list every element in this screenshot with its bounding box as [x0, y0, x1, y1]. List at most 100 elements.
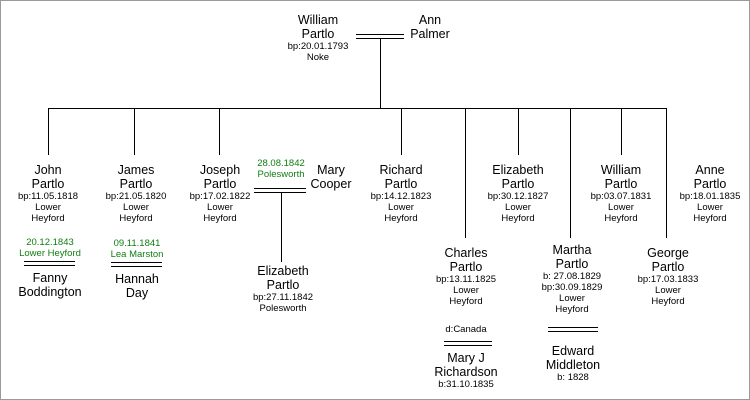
marriage-line-james — [111, 262, 162, 267]
first-name: Mary — [317, 163, 345, 177]
first-name: John — [34, 163, 62, 177]
baptism-place-line2: Heyford — [604, 213, 638, 224]
last-name: Partlo — [651, 260, 685, 274]
birth-date: b: 27.08.1829 — [542, 271, 602, 282]
baptism-date: bp:20.01.1793 — [287, 41, 349, 52]
person-mary-j-richardson: Mary J Richardson b:31.10.1835 — [434, 351, 497, 390]
last-name: Partlo — [119, 177, 153, 191]
baptism-date: bp:30.09.1829 — [541, 282, 603, 293]
first-name: Richard — [379, 163, 423, 177]
first-name: Elizabeth — [492, 163, 544, 177]
baptism-place: Polesworth — [259, 303, 307, 314]
person-george-partlo: George Partlo bp:17.03.1833 Lower Heyfor… — [638, 246, 699, 307]
last-name: Middleton — [545, 358, 601, 372]
first-name: Fanny — [32, 271, 68, 285]
person-william-partlo-sr: William Partlo bp:20.01.1793 Noke — [288, 13, 349, 63]
person-anne-partlo: Anne Partlo bp:18.01.1835 Lower Heyford — [680, 163, 741, 224]
baptism-date: bp:18.01.1835 — [679, 191, 741, 202]
baptism-date: bp:27.11.1842 — [252, 292, 314, 303]
baptism-place-line1: Lower — [35, 202, 61, 213]
last-name: Partlo — [501, 177, 535, 191]
baptism-place-line2: Heyford — [693, 213, 727, 224]
baptism-place-line2: Heyford — [555, 304, 589, 315]
person-edward-middleton: Edward Middleton b: 1828 — [546, 344, 600, 383]
last-name: Partlo — [604, 177, 638, 191]
last-name: Partlo — [31, 177, 65, 191]
person-ann-palmer: Ann Palmer — [410, 13, 450, 41]
baptism-place-line2: Heyford — [203, 213, 237, 224]
baptism-place-line1: Lower — [123, 202, 149, 213]
last-name: Palmer — [410, 27, 450, 41]
marriage-line-charles — [444, 341, 492, 346]
first-name: Hannah — [115, 272, 159, 286]
baptism-date: bp:03.07.1831 — [590, 191, 652, 202]
baptism-place-line2: Heyford — [449, 296, 483, 307]
marriage-place: Lea Marston — [110, 249, 164, 260]
marriage-info-joseph: 28.08.1842 Polesworth — [257, 158, 305, 180]
baptism-date: bp:21.05.1820 — [105, 191, 167, 202]
last-name: Partlo — [203, 177, 237, 191]
baptism-date: bp:11.05.1818 — [17, 191, 79, 202]
baptism-date: bp:17.02.1822 — [189, 191, 251, 202]
person-martha-partlo: Martha Partlo b: 27.08.1829 bp:30.09.182… — [542, 243, 603, 315]
baptism-place-line1: Lower — [453, 285, 479, 296]
first-name: Ann — [418, 13, 442, 27]
baptism-date: bp:17.03.1833 — [637, 274, 699, 285]
marriage-line-martha — [548, 327, 598, 332]
person-mary-cooper: Mary Cooper — [311, 163, 352, 191]
marriage-place: Polesworth — [257, 169, 305, 180]
baptism-date: bp:14.12.1823 — [370, 191, 432, 202]
marriage-date: 09.11.1841 — [113, 238, 161, 249]
person-richard-partlo: Richard Partlo bp:14.12.1823 Lower Heyfo… — [371, 163, 432, 224]
last-name: Partlo — [555, 257, 589, 271]
person-fanny-boddington: Fanny Boddington — [18, 271, 81, 299]
person-william-partlo-jr: William Partlo bp:03.07.1831 Lower Heyfo… — [591, 163, 652, 224]
first-name: James — [117, 163, 155, 177]
first-name: William — [600, 163, 642, 177]
death-info-charles: d:Canada — [445, 324, 486, 335]
birth-date: b:31.10.1835 — [438, 379, 494, 390]
marriage-date: 20.12.1843 — [26, 237, 74, 248]
baptism-place-line1: Lower — [388, 202, 414, 213]
last-name: Partlo — [449, 260, 483, 274]
first-name: Mary J — [447, 351, 485, 365]
first-name: Charles — [444, 246, 488, 260]
first-name: George — [647, 246, 689, 260]
birth-date: b: 1828 — [557, 372, 589, 383]
first-name: William — [297, 13, 339, 27]
last-name: Boddington — [18, 285, 82, 299]
first-name: Elizabeth — [257, 264, 309, 278]
baptism-date: bp:13.11.1825 — [435, 274, 497, 285]
baptism-place-line1: Lower — [559, 293, 585, 304]
last-name: Partlo — [693, 177, 727, 191]
first-name: Martha — [552, 243, 592, 257]
baptism-place-line2: Heyford — [119, 213, 153, 224]
marriage-info-john: 20.12.1843 Lower Heyford — [19, 237, 81, 259]
death-place: d:Canada — [445, 324, 487, 335]
person-john-partlo: John Partlo bp:11.05.1818 Lower Heyford — [18, 163, 78, 224]
marriage-date: 28.08.1842 — [257, 158, 305, 169]
baptism-place-line2: Heyford — [501, 213, 535, 224]
baptism-place-line2: Heyford — [31, 213, 65, 224]
person-elizabeth-partlo: Elizabeth Partlo bp:30.12.1827 Lower Hey… — [488, 163, 549, 224]
baptism-place-line1: Lower — [608, 202, 634, 213]
person-joseph-partlo: Joseph Partlo bp:17.02.1822 Lower Heyfor… — [190, 163, 251, 224]
marriage-line-john — [24, 261, 75, 266]
first-name: Edward — [551, 344, 595, 358]
person-charles-partlo: Charles Partlo bp:13.11.1825 Lower Heyfo… — [436, 246, 496, 307]
last-name: Day — [125, 286, 149, 300]
marriage-line-parents — [356, 34, 404, 39]
marriage-place: Lower Heyford — [19, 248, 81, 259]
marriage-line-joseph — [254, 188, 306, 193]
baptism-place: Noke — [306, 52, 330, 63]
baptism-place-line2: Heyford — [384, 213, 418, 224]
first-name: Joseph — [199, 163, 241, 177]
marriage-info-james: 09.11.1841 Lea Marston — [111, 238, 164, 260]
person-hannah-day: Hannah Day — [115, 272, 159, 300]
last-name: Partlo — [266, 278, 300, 292]
baptism-place-line2: Heyford — [651, 296, 685, 307]
baptism-place-line1: Lower — [697, 202, 723, 213]
last-name: Richardson — [434, 365, 498, 379]
baptism-place-line1: Lower — [655, 285, 681, 296]
